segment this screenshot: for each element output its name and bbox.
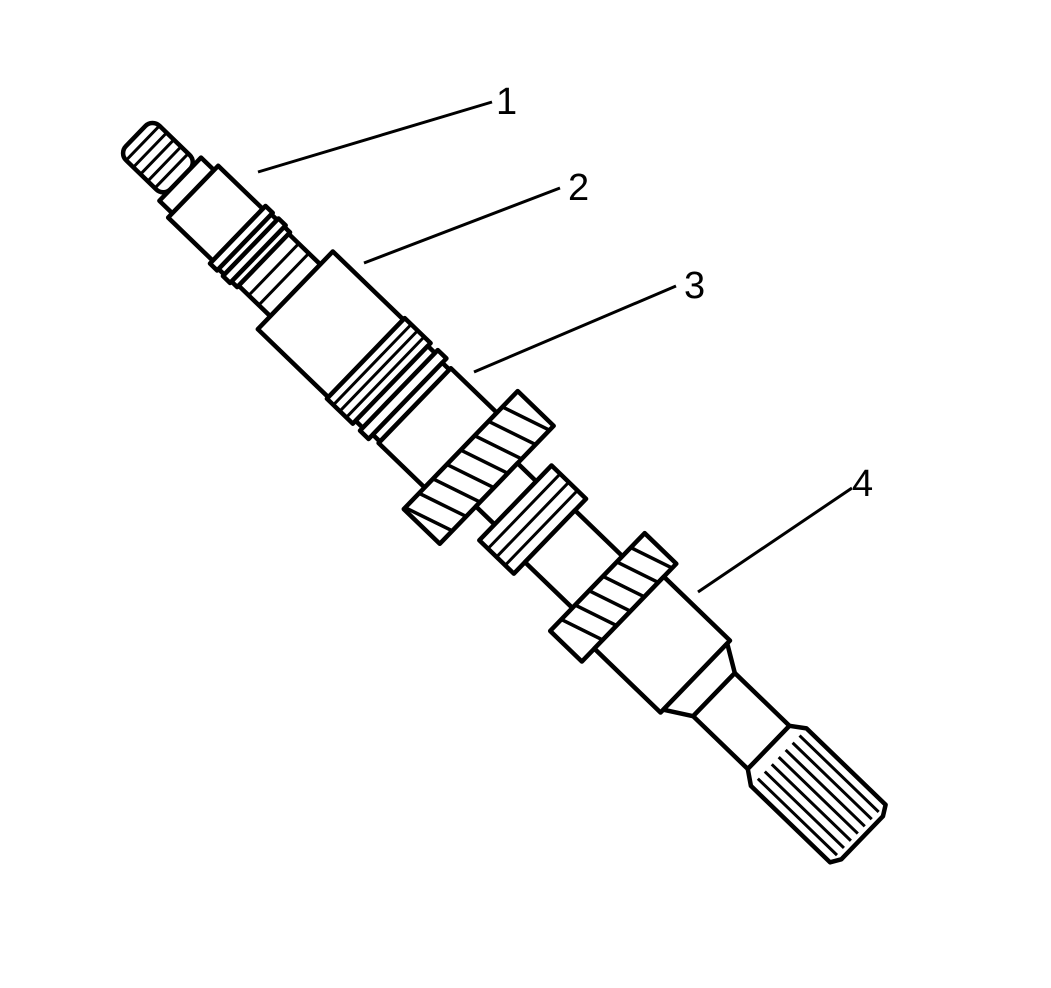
callout-1: 1: [257, 81, 517, 174]
right-spline-end: [745, 723, 888, 865]
callout-4-label: 4: [852, 463, 873, 505]
left-spline-end: [120, 120, 195, 195]
small-spline-gear: [477, 463, 589, 576]
journal-4: [592, 574, 738, 719]
shaft-assembly: [120, 120, 888, 865]
callout-3-leader: [473, 284, 677, 374]
callout-1-label: 1: [496, 81, 517, 123]
callout-3-label: 3: [684, 265, 705, 307]
callout-4: 4: [697, 463, 873, 594]
callout-4-leader: [697, 486, 853, 594]
callout-3: 3: [473, 265, 705, 374]
callout-1-leader: [257, 100, 493, 174]
large-helical-gear: [401, 388, 556, 547]
callout-2-leader: [363, 186, 561, 265]
callout-2-label: 2: [568, 167, 589, 209]
spline-hub: [324, 315, 452, 444]
callout-2: 2: [363, 167, 589, 265]
